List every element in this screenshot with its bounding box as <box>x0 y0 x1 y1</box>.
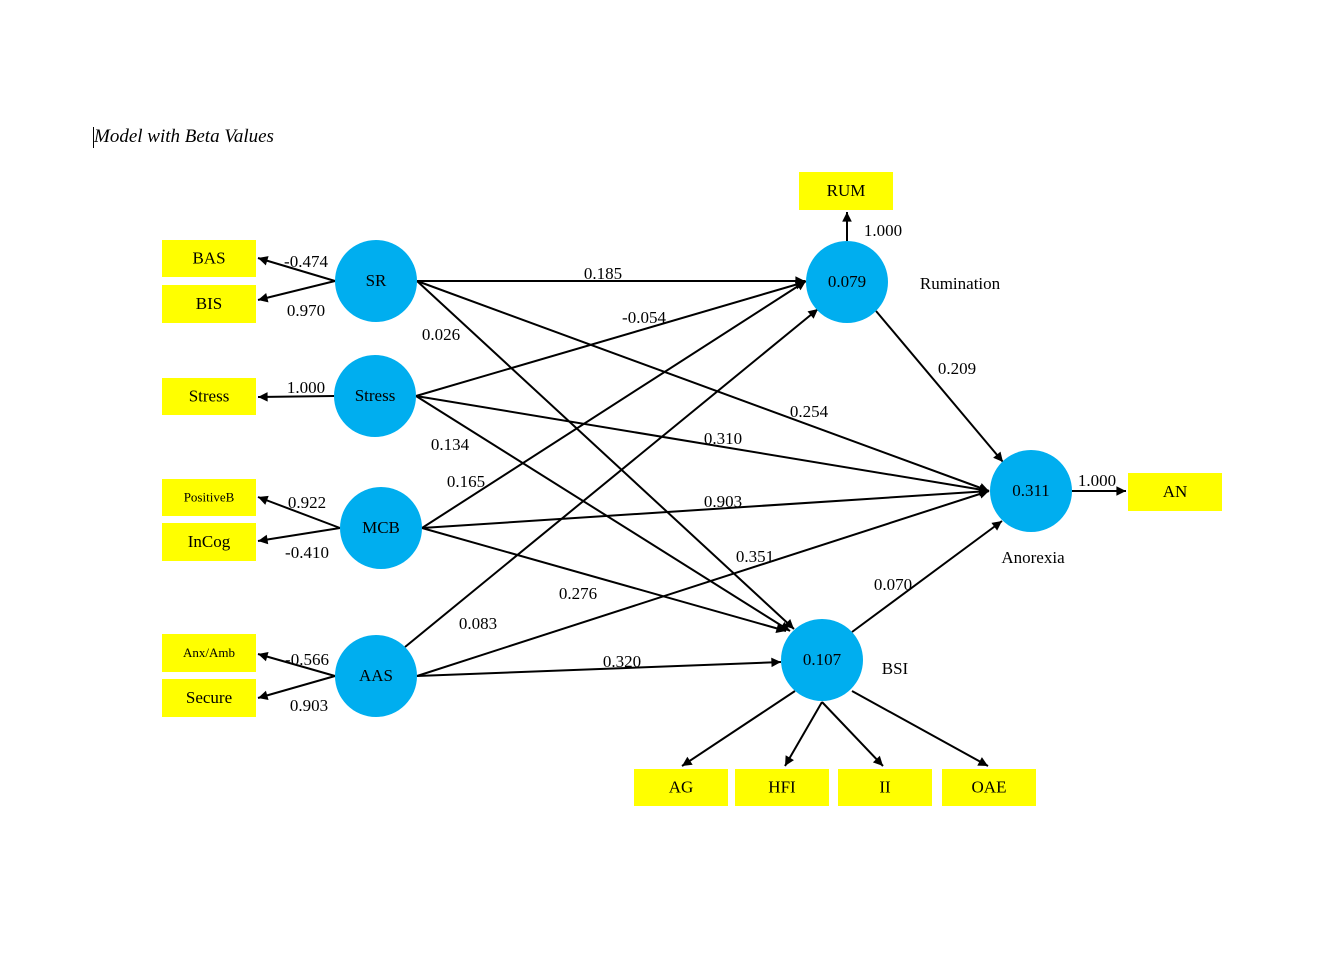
indicator-box-secure <box>162 679 256 717</box>
indicator-box-bis <box>162 285 256 323</box>
indicator-box-incog <box>162 523 256 561</box>
path-coefficient: 0.276 <box>559 584 597 603</box>
indicator-label: InCog <box>188 532 231 551</box>
indicator-box-oae <box>942 769 1036 806</box>
path-arrow-aas-rumination <box>404 308 819 648</box>
path-coefficient: 0.185 <box>584 264 622 283</box>
latent-node-stress <box>334 355 416 437</box>
loading-value: -0.566 <box>285 650 329 669</box>
indicator-box-ag <box>634 769 728 806</box>
path-coefficient: 0.165 <box>447 472 485 491</box>
loading-arrow-sr-bis <box>257 280 336 303</box>
indicator-label: PositiveB <box>184 489 235 504</box>
loading-value: 0.970 <box>287 301 325 320</box>
indicator-box-hfi <box>735 769 829 806</box>
indicator-label: Stress <box>189 386 230 405</box>
loading-arrow-bsi-ag <box>681 690 796 767</box>
loading-arrow-mcb-positiveb <box>257 495 341 529</box>
path-coefficient: 0.134 <box>431 435 470 454</box>
path-arrow-rumination-anorexia <box>875 310 1004 463</box>
loading-value: 0.922 <box>288 493 326 512</box>
path-arrow-stress-bsi <box>415 395 791 632</box>
path-arrow-bsi-anorexia <box>851 520 1003 633</box>
path-arrow-stress-anorexia <box>415 395 990 495</box>
indicator-box-stressind <box>162 378 256 415</box>
indicator-label: BAS <box>192 248 225 267</box>
latent-node-text: 0.311 <box>1012 481 1050 500</box>
path-coefficient: 0.026 <box>422 325 460 344</box>
loading-value: 1.000 <box>287 378 325 397</box>
indicator-box-bas <box>162 240 256 277</box>
latent-node-bsi <box>781 619 863 701</box>
loading-arrow-mcb-incog <box>257 527 341 545</box>
latent-node-mcb <box>340 487 422 569</box>
latent-node-text: AAS <box>359 666 393 685</box>
path-coefficient: 0.351 <box>736 547 774 566</box>
indicator-box-ii <box>838 769 932 806</box>
loading-value: 1.000 <box>1078 471 1116 490</box>
latent-node-aas <box>335 635 417 717</box>
loading-value: -0.474 <box>284 252 328 271</box>
text-cursor <box>93 127 94 148</box>
latent-node-sr <box>335 240 417 322</box>
loading-arrow-aas-secure <box>257 675 336 700</box>
path-arrow-mcb-bsi <box>421 527 787 634</box>
loading-value: -0.410 <box>285 543 329 562</box>
latent-node-anorexia <box>990 450 1072 532</box>
loading-value: 0.903 <box>290 696 328 715</box>
path-arrow-mcb-anorexia <box>421 486 990 529</box>
path-arrow-mcb-rumination <box>421 280 807 529</box>
path-coefficient: 0.083 <box>459 614 497 633</box>
path-coefficient: -0.054 <box>622 308 666 327</box>
loading-arrow-sr-bas <box>257 256 336 282</box>
latent-node-name: Rumination <box>920 274 1001 293</box>
indicator-label: AN <box>1163 482 1188 501</box>
indicator-label: BIS <box>196 294 222 313</box>
figure-title: Model with Beta Values <box>94 126 274 147</box>
loading-arrow-aas-anxamb <box>257 652 336 677</box>
latent-node-text: MCB <box>362 518 400 537</box>
path-arrow-aas-anorexia <box>416 489 990 677</box>
latent-node-name: Anorexia <box>1001 548 1065 567</box>
loading-arrow-bsi-oae <box>851 690 989 767</box>
loading-arrow-bsi-ii <box>821 701 884 767</box>
path-coefficient: 0.209 <box>938 359 976 378</box>
path-coefficient: 0.254 <box>790 402 829 421</box>
path-arrow-aas-bsi <box>416 657 782 677</box>
latent-node-rumination <box>806 241 888 323</box>
latent-node-text: Stress <box>355 386 396 405</box>
path-coefficient: 0.070 <box>874 575 912 594</box>
path-coefficient: 0.320 <box>603 652 641 671</box>
loading-value: 1.000 <box>864 221 902 240</box>
loading-arrow-bsi-hfi <box>784 701 823 767</box>
indicator-label: Secure <box>186 688 232 707</box>
latent-node-text: SR <box>366 271 387 290</box>
path-arrow-sr-anorexia <box>416 280 990 493</box>
path-arrow-stress-rumination <box>415 280 806 397</box>
indicator-label: II <box>879 777 891 796</box>
path-coefficient: 0.310 <box>704 429 742 448</box>
indicator-box-rum <box>799 172 893 210</box>
indicator-box-positiveb <box>162 479 256 516</box>
path-coefficient: 0.903 <box>704 492 742 511</box>
latent-node-name: BSI <box>882 659 909 678</box>
indicator-label: OAE <box>972 777 1007 796</box>
latent-node-text: 0.079 <box>828 272 866 291</box>
indicator-label: RUM <box>827 181 866 200</box>
indicator-label: Anx/Amb <box>183 645 235 660</box>
indicator-box-an <box>1128 473 1222 511</box>
path-arrow-sr-bsi <box>416 280 795 630</box>
indicator-label: HFI <box>768 777 796 796</box>
latent-node-text: 0.107 <box>803 650 842 669</box>
indicator-box-anxamb <box>162 634 256 672</box>
indicator-label: AG <box>669 777 694 796</box>
loading-arrow-stress-stressind <box>257 392 335 402</box>
